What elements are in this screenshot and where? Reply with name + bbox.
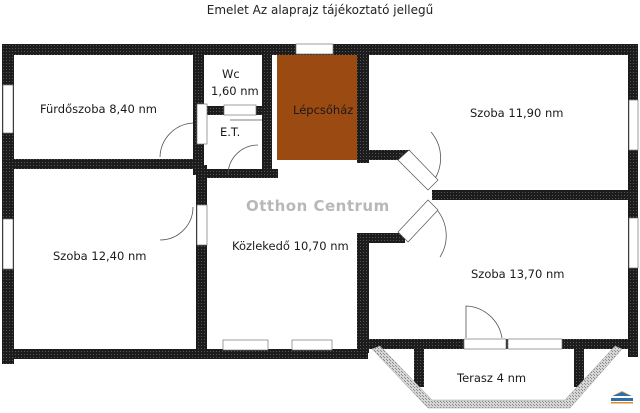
room-label-lepcsohaz: Lépcsőház [293, 103, 353, 117]
room-label-szoba-1370: Szoba 13,70 nm [471, 267, 564, 281]
watermark: Otthon Centrum [246, 197, 390, 215]
terrace-wall [371, 345, 623, 409]
windows [2, 43, 639, 351]
room-label-szoba-1190: Szoba 11,90 nm [470, 106, 563, 120]
room-label-wc: Wc [222, 67, 240, 81]
logo-icon [611, 391, 633, 404]
room-label-et: E.T. [220, 125, 240, 139]
staircase-area [277, 55, 357, 160]
plan-title: Emelet Az alaprajz tájékoztató jellegű [206, 3, 434, 17]
room-label-furdoszoba: Fürdőszoba 8,40 nm [40, 102, 157, 116]
room-label-kozlekedo: Közlekedő 10,70 nm [232, 239, 349, 253]
room-label-wc-area: 1,60 nm [211, 84, 259, 98]
room-label-szoba-1240: Szoba 12,40 nm [53, 249, 146, 263]
room-label-terasz: Terasz 4 nm [456, 371, 526, 385]
